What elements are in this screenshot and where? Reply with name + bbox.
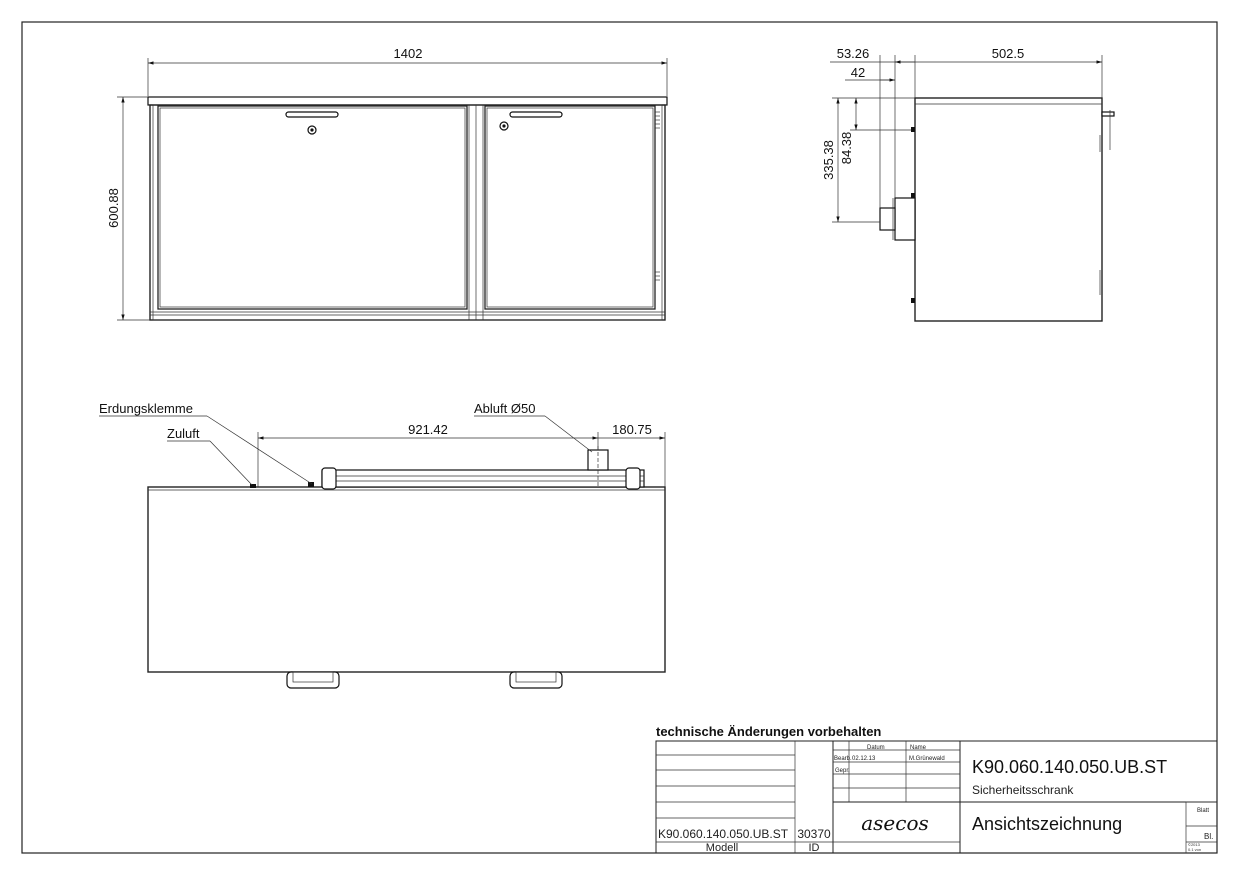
front-view: 1402 600.88 (106, 46, 668, 321)
col-date-header: Datum (867, 745, 885, 751)
bottom-handle-left (286, 671, 340, 689)
front-height-dimension: 600.88 (106, 96, 150, 321)
model-label: Modell (706, 842, 738, 854)
title-block: technische Änderungen vorbehalten Datum … (655, 724, 1218, 854)
bearb-name: M.Grünewald (909, 756, 945, 762)
drawing-description: Sicherheitsschrank (972, 783, 1074, 797)
model-value: K90.060.140.050.UB.ST (658, 827, 789, 841)
front-height-value: 600.88 (106, 188, 121, 228)
changes-notice: technische Änderungen vorbehalten (656, 724, 881, 739)
bearb-date: 02.12.13 (852, 756, 876, 762)
label-exhaust: Abluft Ø50 (474, 401, 535, 416)
rear-duct (894, 197, 916, 241)
side-dim-84: 84.38 (839, 132, 854, 165)
drawing-number: K90.060.140.050.UB.ST (972, 757, 1167, 777)
sheet-label: Blatt (1197, 808, 1209, 814)
side-dim-502: 502.5 (992, 46, 1025, 61)
top-dimensions: 921.42 180.75 (257, 422, 666, 487)
label-ground-terminal: Erdungsklemme (99, 401, 193, 416)
side-view: 53.26 502.5 42 335.38 84.38 (821, 46, 1115, 322)
row-bearb-label: Bearb. (834, 756, 852, 762)
side-dim-42: 42 (851, 65, 865, 80)
right-lock-icon (499, 121, 509, 131)
sheet-frame (21, 21, 1218, 854)
ground-terminal-callout: Erdungsklemme (99, 401, 313, 485)
bottom-handle-right (509, 671, 563, 689)
right-door (484, 105, 656, 310)
side-height-dimensions: 335.38 84.38 (821, 97, 915, 223)
front-top-plate (147, 96, 668, 106)
intake-callout: Zuluft (167, 426, 253, 486)
copyright-year: ©2013 (1188, 842, 1201, 847)
top-dim-921: 921.42 (408, 422, 448, 437)
front-width-dimension: 1402 (147, 46, 668, 96)
copyright-sheet: 0.1 von (1188, 847, 1201, 852)
top-dim-180: 180.75 (612, 422, 652, 437)
left-lock-icon (307, 125, 317, 135)
drawing-type: Ansichtszeichnung (972, 814, 1122, 834)
id-value: 30370 (797, 827, 831, 841)
asecos-logo: asecos (861, 811, 929, 835)
front-width-value: 1402 (394, 46, 423, 61)
front-body (149, 104, 666, 321)
left-door-handle (285, 111, 339, 118)
side-handle (1101, 111, 1115, 117)
sheet-abbr: Bl. (1204, 832, 1213, 841)
exhaust-duct (321, 469, 645, 488)
top-view: Erdungsklemme Zuluft Abluft Ø50 921.42 1… (99, 401, 666, 689)
left-door (157, 105, 468, 310)
side-dim-335: 335.38 (821, 140, 836, 180)
label-intake: Zuluft (167, 426, 200, 441)
right-door-handle (509, 111, 563, 118)
side-top-dimensions: 53.26 502.5 42 (830, 46, 1103, 208)
side-dim-53: 53.26 (837, 46, 870, 61)
side-body (914, 97, 1103, 322)
top-body (147, 486, 666, 673)
exhaust-callout: Abluft Ø50 (474, 401, 593, 453)
id-label: ID (809, 842, 820, 854)
row-gepr-label: Gepr. (835, 768, 850, 774)
col-name-header: Name (910, 745, 927, 751)
